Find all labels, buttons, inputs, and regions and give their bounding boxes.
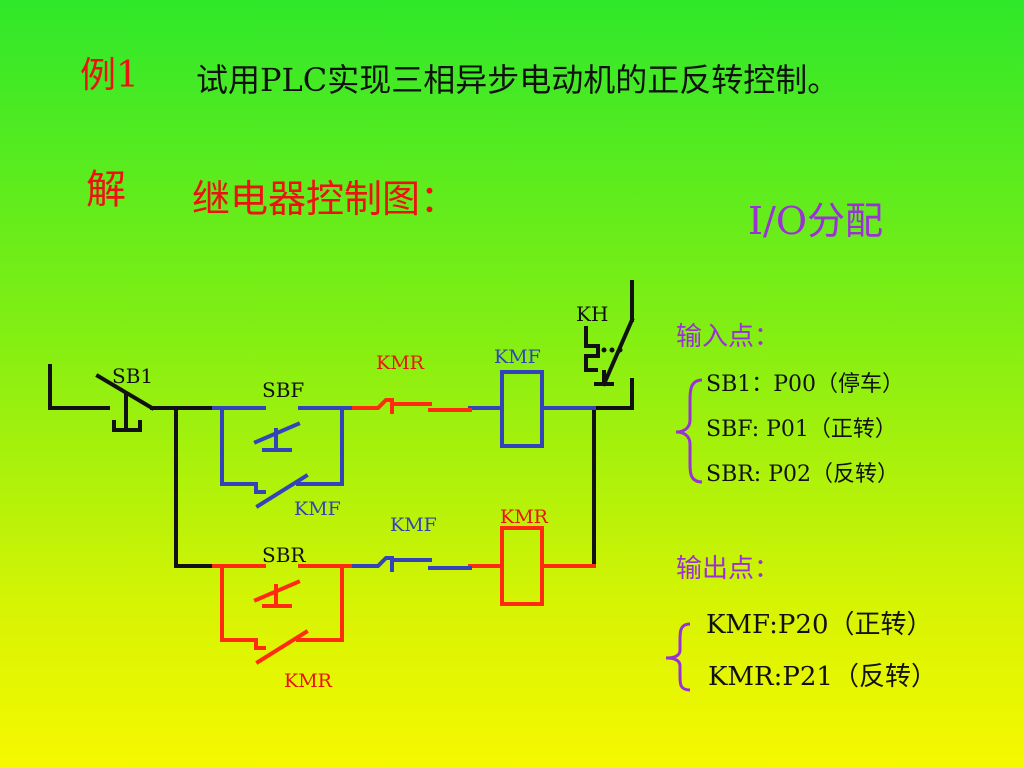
label-sbr: SBR (262, 543, 306, 567)
kh-overload-contact (584, 317, 635, 387)
label-kh: KH (576, 302, 609, 326)
reverse-branch (212, 526, 596, 665)
input-sb1: SB1：P00（停车） (706, 372, 905, 397)
inputs-title: 输入点： (676, 322, 781, 352)
output-kmr: KMR:P21（反转） (708, 662, 937, 692)
sb1-stop-button (95, 373, 155, 432)
relay-diagram-title: 继电器控制图： (192, 177, 459, 221)
task-statement: 试用PLC实现三相异步电动机的正反转控制。 (196, 61, 840, 99)
label-kmr-holding: KMR (284, 670, 332, 692)
output-kmf: KMF:P20（正转） (706, 610, 933, 640)
io-assignment-title: I/O分配 (748, 199, 883, 243)
label-kmf-interlock-bottom: KMF (390, 514, 437, 536)
forward-branch (212, 370, 596, 509)
label-sbf: SBF (262, 378, 305, 402)
input-brace-icon (675, 378, 703, 484)
label-sb1: SB1 (112, 364, 154, 388)
output-brace-icon (665, 622, 691, 692)
input-sbf: SBF: P01（正转） (706, 417, 897, 442)
label-kmf-holding: KMF (294, 498, 341, 520)
kmr-interlock-contact-top (352, 398, 472, 414)
label-kmr-coil: KMR (500, 506, 548, 528)
kmf-interlock-contact-bottom (352, 556, 472, 572)
label-kmf-coil: KMF (494, 346, 541, 368)
outputs-title: 输出点： (676, 554, 781, 584)
label-kmr-interlock-top: KMR (376, 352, 424, 374)
kh-linkage-dots (601, 347, 623, 353)
solution-label: 解 (86, 167, 126, 213)
input-sbr: SBR: P02（反转） (706, 462, 900, 487)
example-label: 例1 (80, 55, 139, 96)
